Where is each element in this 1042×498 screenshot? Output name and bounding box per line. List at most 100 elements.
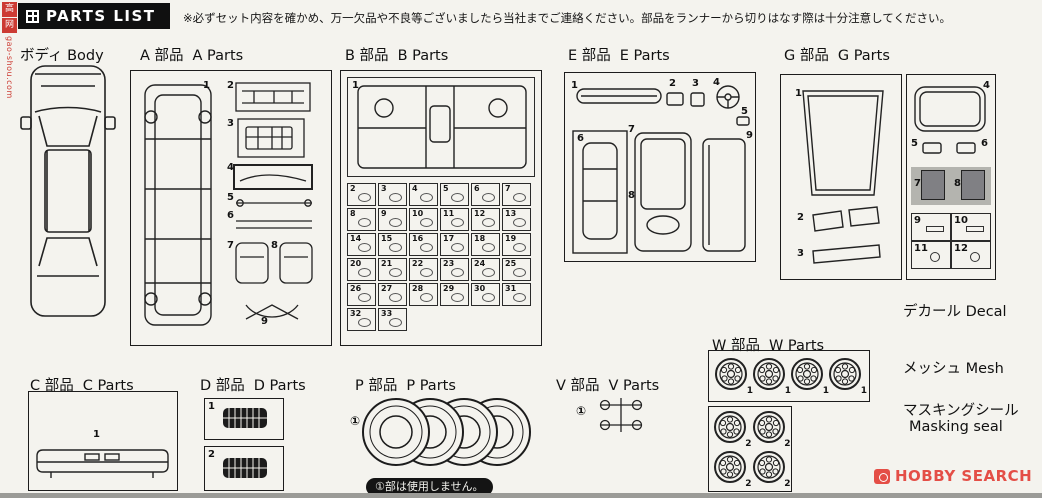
part-number: 7 [914, 178, 921, 189]
runner-grid-icon [26, 9, 39, 23]
watermark-char-2: 网 [2, 18, 17, 33]
g-part-cell [951, 241, 991, 269]
part-shape [482, 243, 495, 252]
label-masking-jp: マスキングシール [903, 403, 1019, 419]
wheel: 1 [828, 357, 867, 396]
wheel: 1 [790, 357, 829, 396]
part-number: 2 [350, 184, 356, 193]
e-parts-drawing [572, 85, 750, 254]
b-part-cell: 11 [440, 208, 469, 231]
grille-drawing [223, 408, 267, 428]
label-masking-en: Masking seal [909, 419, 1003, 435]
b-part-cell: 30 [471, 283, 500, 306]
part-shape [420, 293, 433, 302]
b-parts-grid: 2 3 4 5 6 [347, 183, 537, 337]
b-part-cell: 22 [409, 258, 438, 281]
chassis-frame-drawing [137, 77, 225, 339]
b-part-cell: 18 [471, 233, 500, 256]
part-shape [482, 268, 495, 277]
wheel: 1 [752, 357, 791, 396]
c-parts-runner-box: 1 [28, 391, 178, 491]
part-shape [358, 318, 371, 327]
label-a-jp: A 部品 [140, 48, 184, 64]
part-number: 20 [350, 259, 362, 268]
part-shape [513, 268, 526, 277]
part-shape [389, 293, 402, 302]
hobby-search-text: HOBBY SEARCH [895, 467, 1033, 485]
part-number: 14 [350, 234, 362, 243]
part-number: 2 [784, 439, 791, 449]
dark-part-8 [961, 170, 985, 200]
part-number: 6 [577, 133, 584, 144]
b-part-cell: 6 [471, 183, 500, 206]
part-number: 2 [227, 80, 234, 91]
mesh-wheel-icon [753, 358, 785, 390]
b-part-cell: 14 [347, 233, 376, 256]
wheel-row: 1 1 1 1 [709, 351, 869, 401]
part-shape [482, 218, 495, 227]
g-part-cell [911, 241, 951, 269]
label-decal: デカール Decal [903, 304, 1007, 320]
part-number: 1 [746, 386, 753, 396]
part-shape [358, 268, 371, 277]
part-number: 8 [271, 240, 278, 251]
label-g-en: G Parts [837, 48, 890, 64]
part-number: 1 [571, 80, 578, 91]
part-number: 2 [208, 449, 215, 460]
part-shape [389, 218, 402, 227]
v-small-parts-drawing [594, 394, 648, 436]
not-used-marker: ① [576, 404, 587, 418]
floorpan-drawing [357, 85, 527, 169]
scan-edge [0, 493, 1042, 498]
camera-icon [874, 468, 890, 484]
part-number: 3 [227, 118, 234, 129]
part-number: 9 [746, 130, 753, 141]
part-shape [513, 293, 526, 302]
part-number: 21 [381, 259, 393, 268]
part-number: 1 [860, 386, 867, 396]
label-p-en: P Parts [406, 378, 456, 394]
part-number: 28 [412, 284, 424, 293]
a-parts-runner-box: 1 2 3 4 5 6 7 8 9 [130, 70, 332, 346]
page-title: PARTS LIST [46, 7, 156, 25]
mesh-wheel-icon [715, 358, 747, 390]
label-c-jp: C 部品 [30, 378, 74, 394]
rear-window-drawing [914, 86, 986, 154]
b-part-cell: 13 [502, 208, 531, 231]
part-number: 4 [412, 184, 418, 193]
tires-drawing [360, 392, 532, 472]
d-parts-box-1: 1 [204, 398, 284, 440]
part-number: 6 [474, 184, 480, 193]
b-part-cell: 28 [409, 283, 438, 306]
part-number: 1 [784, 386, 791, 396]
label-e-en: E Parts [619, 48, 670, 64]
b-part-cell: 25 [502, 258, 531, 281]
b-part-cell: 15 [378, 233, 407, 256]
watermark-left: 高 网 gao-shou.com [1, 2, 18, 99]
b-part-cell: 24 [471, 258, 500, 281]
part-number: 18 [474, 234, 486, 243]
part-shape [451, 193, 464, 202]
part-shape [513, 218, 526, 227]
b-part-cell: 23 [440, 258, 469, 281]
label-b-jp: B 部品 [345, 48, 389, 64]
dark-part-7 [921, 170, 945, 200]
b-part-cell: 26 [347, 283, 376, 306]
part-number: 3 [381, 184, 387, 193]
label-d-en: D Parts [253, 378, 306, 394]
wheel: 2 [713, 450, 752, 489]
part-shape [389, 268, 402, 277]
b-part-cell: 27 [378, 283, 407, 306]
wheel: 1 [714, 357, 753, 396]
b-part-cell: 31 [502, 283, 531, 306]
part-number: 10 [412, 209, 424, 218]
part-shape [358, 218, 371, 227]
part-shape [513, 193, 526, 202]
part-shape [389, 318, 402, 327]
label-c-en: C Parts [82, 378, 134, 394]
part-number: 2 [797, 212, 804, 223]
part-shape [451, 293, 464, 302]
